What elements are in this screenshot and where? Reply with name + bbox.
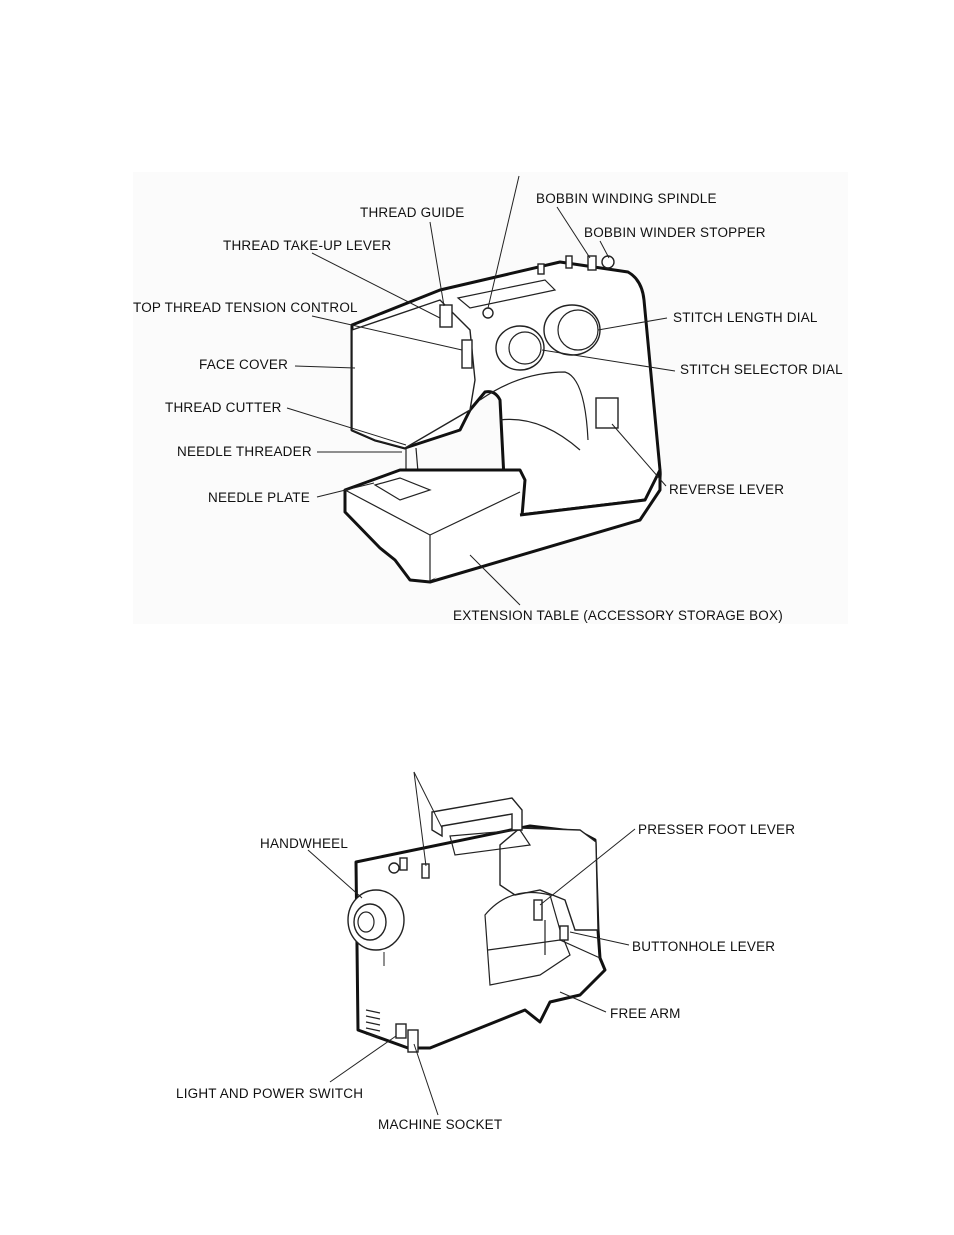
- label-face-cover: FACE COVER: [199, 357, 289, 372]
- label-top-thread-tension-control: TOP THREAD TENSION CONTROL: [133, 300, 358, 315]
- label-extension-table: EXTENSION TABLE (ACCESSORY STORAGE BOX): [453, 608, 783, 623]
- label-thread-cutter: THREAD CUTTER: [165, 400, 282, 415]
- front-machine-illustration: [343, 255, 662, 584]
- label-stitch-length-dial: STITCH LENGTH DIAL: [673, 310, 818, 325]
- label-presser-foot-lever: PRESSER FOOT LEVER: [638, 822, 796, 837]
- label-light-and-power-switch: LIGHT AND POWER SWITCH: [176, 1086, 364, 1101]
- label-needle-threader: NEEDLE THREADER: [177, 444, 312, 459]
- label-needle-plate: NEEDLE PLATE: [208, 490, 310, 505]
- label-handwheel: HANDWHEEL: [260, 836, 349, 851]
- back-leader-lines: [307, 771, 636, 1116]
- label-machine-socket: MACHINE SOCKET: [378, 1117, 503, 1132]
- back-machine-illustration: [347, 797, 607, 1053]
- label-reverse-lever: REVERSE LEVER: [669, 482, 785, 497]
- label-thread-take-up-lever: THREAD TAKE-UP LEVER: [223, 238, 392, 253]
- label-buttonhole-lever: BUTTONHOLE LEVER: [632, 939, 776, 954]
- label-bobbin-winding-spindle: BOBBIN WINDING SPINDLE: [536, 191, 717, 206]
- front-leader-lines: [286, 175, 676, 606]
- label-thread-guide: THREAD GUIDE: [360, 205, 465, 220]
- label-bobbin-winder-stopper: BOBBIN WINDER STOPPER: [584, 225, 766, 240]
- vent-grille: [365, 1009, 381, 1038]
- label-stitch-selector-dial: STITCH SELECTOR DIAL: [680, 362, 843, 377]
- label-free-arm: FREE ARM: [610, 1006, 681, 1021]
